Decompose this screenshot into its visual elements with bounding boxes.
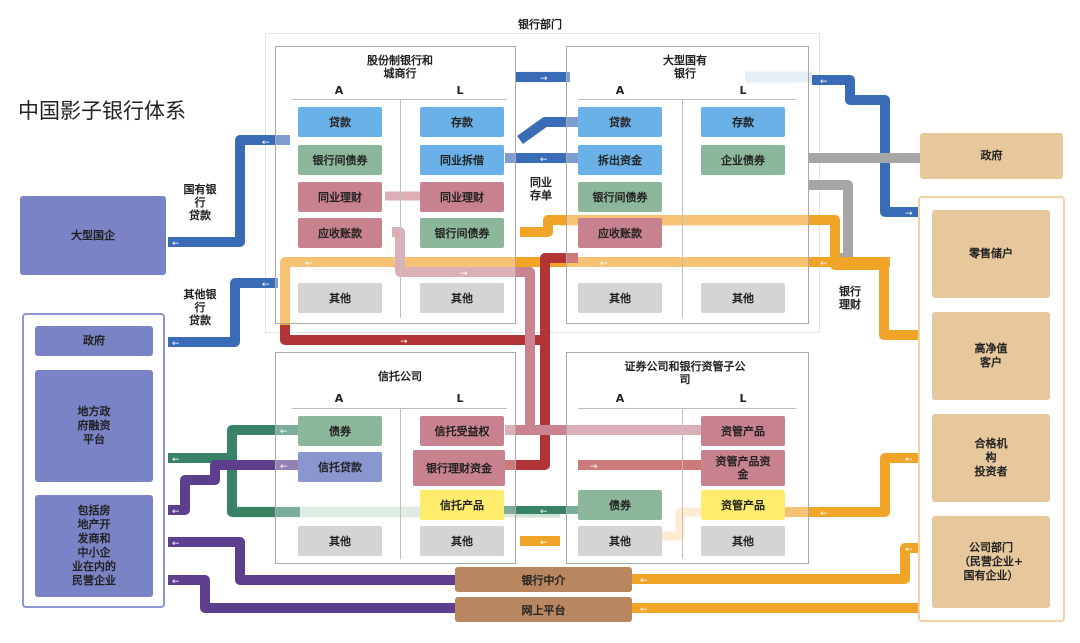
arrow-marker: ←: [172, 339, 180, 349]
sec-liability-other: 其他: [701, 526, 785, 556]
sec-liability-am-products-yellow: 资管产品: [701, 490, 785, 520]
arrow-marker: ←: [172, 577, 180, 587]
bank-wmp-label: 银行 理财: [830, 285, 870, 311]
trust-company-title: 信托公司: [378, 370, 422, 383]
arrow-marker: ←: [172, 507, 180, 517]
arrow-marker: ←: [540, 538, 548, 548]
sb-asset-receivables: 应收账款: [578, 218, 662, 248]
jsb-asset-loans: 贷款: [298, 107, 382, 137]
arrow-marker: ←: [172, 539, 180, 549]
arrow-marker: ←: [640, 605, 648, 615]
sb-liability-deposits: 存款: [701, 107, 785, 137]
jsb-liability-other: 其他: [420, 283, 504, 313]
flow-blue-retail-deposits: [812, 75, 918, 217]
liability-header: L: [456, 84, 464, 97]
arrow-marker: ←: [540, 507, 548, 517]
arrow-marker: ←: [820, 259, 828, 269]
trust-asset-bonds: 债券: [298, 416, 382, 446]
flow-purple-online: [168, 575, 455, 613]
jsb-liability-interbank-lending: 同业拆借: [420, 145, 504, 175]
sec-asset-other: 其他: [578, 526, 662, 556]
private-enterprise-entity: 包括房 地产开 发商和 中小企 业在内的 民营企业: [35, 495, 153, 597]
retail-depositor-entity: 零售储户: [932, 210, 1050, 298]
panel-divider: [400, 100, 401, 318]
trust-liability-other: 其他: [420, 526, 504, 556]
bank-sector-label: 银行部门: [518, 18, 562, 31]
lgfv-entity: 地方政 府融资 平台: [35, 370, 153, 482]
arrow-marker: →: [400, 337, 408, 347]
bank-broker-box: 银行中介: [455, 567, 632, 592]
panel-divider: [578, 99, 796, 100]
arrow-marker: ←: [820, 77, 828, 87]
arrow-marker: ←: [172, 455, 180, 465]
arrow-marker: ←: [905, 455, 913, 465]
asset-header: A: [334, 84, 344, 97]
hnw-client-entity: 高净值 客户: [932, 312, 1050, 400]
state-bank-title: 大型国有 银行: [663, 54, 707, 80]
diagram-title: 中国影子银行体系: [18, 99, 186, 123]
right-entity-frame: [918, 196, 1065, 622]
panel-divider: [292, 99, 507, 100]
arrow-marker: ←: [172, 239, 180, 249]
joint-stock-bank-title: 股份制银行和 城商行: [367, 54, 433, 80]
flow-grey-government: [808, 153, 920, 263]
interbank-cd-label: 同业 存单: [530, 176, 552, 202]
securities-title: 证券公司和银行资管子公 司: [624, 360, 746, 386]
trust-liability-bank-wmp-funds: 银行理财资金: [413, 450, 505, 486]
arrow-marker: →: [905, 209, 913, 219]
jsb-liability-deposits: 存款: [420, 107, 504, 137]
liability-header: L: [739, 84, 747, 97]
panel-divider: [682, 100, 683, 318]
sb-liability-corporate-bonds: 企业债券: [701, 145, 785, 175]
sec-liability-am-product-funds: 资管产品资 金: [701, 450, 785, 486]
sb-liability-other: 其他: [701, 283, 785, 313]
jsb-asset-interbank-wmp: 同业理财: [298, 182, 382, 212]
jsb-asset-interbank-bonds: 银行间债券: [298, 145, 382, 175]
online-platform-box: 网上平台: [455, 597, 632, 622]
trust-asset-trust-loans: 信托贷款: [298, 452, 382, 482]
qualified-investor-entity: 合格机 构 投资者: [932, 414, 1050, 502]
government-right-entity: 政府: [920, 133, 1063, 179]
asset-header: A: [334, 392, 344, 405]
arrow-marker: ←: [640, 576, 648, 586]
arrow-marker: ←: [905, 545, 913, 555]
sb-asset-interbank-bonds: 银行间债券: [578, 182, 662, 212]
sb-asset-other: 其他: [578, 283, 662, 313]
panel-divider: [400, 409, 401, 559]
liability-header: L: [739, 392, 747, 405]
panel-divider: [682, 409, 683, 559]
trust-liability-beneficiary-rights: 信托受益权: [420, 416, 504, 446]
other-bank-loans-label: 其他银 行 贷款: [183, 288, 217, 327]
jsb-liability-interbank-wmp: 同业理财: [420, 182, 504, 212]
arrow-marker: ←: [820, 509, 828, 519]
sec-asset-bonds: 债券: [578, 490, 662, 520]
trust-liability-trust-products: 信托产品: [420, 490, 504, 520]
sb-asset-loans: 贷款: [578, 107, 662, 137]
sec-liability-am-products: 资管产品: [701, 416, 785, 446]
government-left-entity: 政府: [35, 326, 153, 356]
jsb-asset-other: 其他: [298, 283, 382, 313]
jsb-asset-receivables: 应收账款: [298, 218, 382, 248]
trust-asset-other: 其他: [298, 526, 382, 556]
panel-divider: [578, 408, 796, 409]
sb-asset-lending: 拆出资金: [578, 145, 662, 175]
left-entity-frame: [22, 313, 165, 608]
liability-header: L: [456, 392, 464, 405]
asset-header: A: [615, 392, 625, 405]
asset-header: A: [615, 84, 625, 97]
state-bank-loans-label: 国有银 行 贷款: [183, 183, 217, 222]
soe-entity: 大型国企: [20, 196, 166, 275]
corporate-sector-entity: 公司部门 （民营企业+ 国有企业）: [932, 516, 1050, 608]
jsb-liability-interbank-bonds: 银行间债券: [420, 218, 504, 248]
